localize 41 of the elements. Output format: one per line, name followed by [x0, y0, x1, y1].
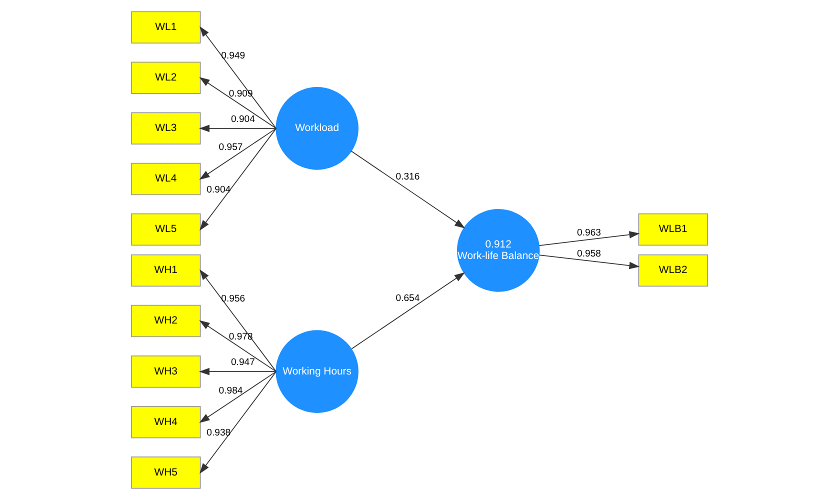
- node-box: WH4: [131, 406, 201, 438]
- arrow: [200, 269, 277, 372]
- edge-label: 0.938: [206, 428, 231, 439]
- node-box: WL5: [131, 213, 201, 246]
- node-box: WLB2: [638, 254, 708, 287]
- node-box: WL2: [131, 62, 201, 94]
- arrow: [200, 26, 277, 129]
- arrow: [200, 128, 277, 231]
- arrow: [199, 371, 277, 423]
- arrow: [351, 272, 465, 350]
- arrow: [538, 254, 640, 270]
- node-box: WL4: [131, 162, 201, 196]
- edge-label: 0.654: [396, 292, 420, 304]
- node-box: WL3: [131, 112, 201, 145]
- edge-label: 0.958: [577, 248, 601, 260]
- node-box: WH3: [131, 355, 201, 388]
- edge-label: 0.316: [396, 172, 420, 183]
- edge-label: 0.947: [230, 356, 255, 368]
- node-box: WL1: [131, 11, 201, 44]
- edge-label: 0.984: [218, 385, 243, 396]
- edge-label: 0.904: [230, 114, 255, 125]
- node-box: WH1: [131, 254, 201, 287]
- arrow: [199, 124, 277, 132]
- arrow: [350, 150, 466, 228]
- arrow: [200, 371, 277, 474]
- node-box: WH5: [131, 456, 201, 489]
- edge-label: 0.956: [221, 294, 246, 305]
- edge-label: 0.904: [206, 184, 231, 196]
- arrow: [199, 368, 277, 376]
- edge-label: 0.963: [577, 227, 601, 238]
- arrow: [199, 77, 277, 129]
- node-circle: 0.912 Work-life Balance: [456, 209, 540, 292]
- node-box: WH2: [131, 304, 201, 338]
- node-box: WLB1: [638, 213, 708, 246]
- arrow: [199, 128, 277, 180]
- arrow: [538, 231, 640, 246]
- node-circle: Working Hours: [276, 330, 358, 413]
- edge-label: 0.957: [218, 142, 243, 154]
- edge-label: 0.949: [221, 50, 246, 62]
- arrow: [199, 320, 277, 372]
- node-circle: Workload: [276, 87, 358, 170]
